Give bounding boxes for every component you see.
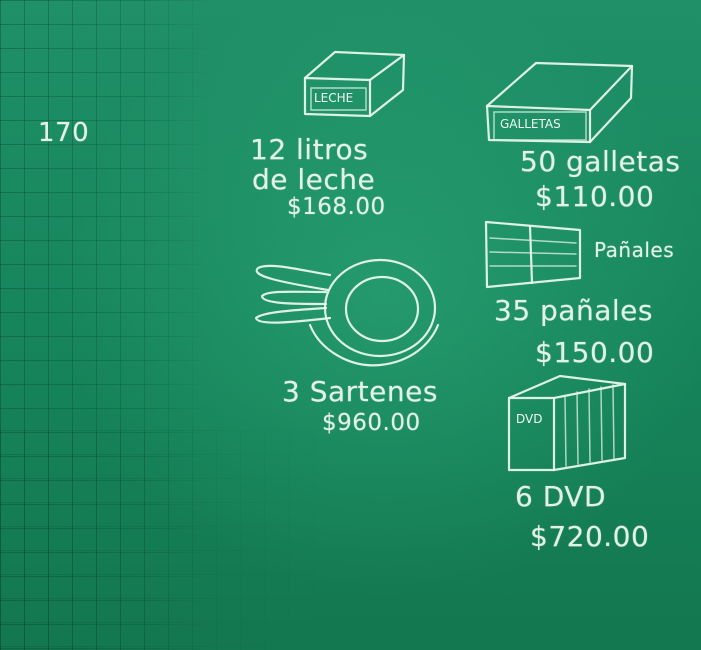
pans-quantity: 3 Sartenes — [282, 375, 438, 408]
dvd-quantity: 6 DVD — [515, 480, 606, 513]
dvd-price: $720.00 — [530, 520, 649, 553]
milk-box-label: LECHE — [314, 91, 353, 105]
cookies-box-label: GALLETAS — [500, 117, 561, 131]
corner-number: 170 — [38, 118, 89, 148]
diapers-package-icon — [486, 222, 580, 287]
milk-box-icon — [305, 52, 404, 116]
milk-quantity: 12 litros — [250, 133, 368, 166]
milk-price: $168.00 — [287, 194, 386, 220]
diapers-box-label: Pañales — [594, 238, 674, 262]
diapers-quantity: 35 pañales — [494, 294, 653, 327]
cookies-price: $110.00 — [535, 180, 654, 213]
cookies-quantity: 50 galletas — [520, 145, 680, 178]
milk-description: de leche — [252, 163, 375, 196]
pans-price: $960.00 — [322, 410, 421, 436]
dvd-box-label: DVD — [516, 412, 542, 426]
frying-pan-icon — [256, 260, 438, 365]
diapers-price: $150.00 — [535, 336, 654, 369]
